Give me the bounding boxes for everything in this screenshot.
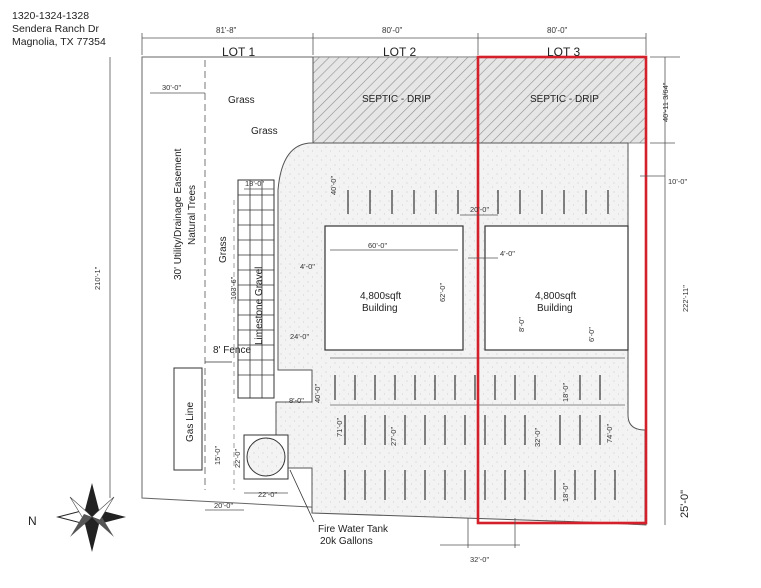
lot-2-label: LOT 2 bbox=[383, 45, 416, 59]
dim-easement: 30'-0" bbox=[162, 83, 181, 92]
address-line-1: 1320-1324-1328 bbox=[12, 10, 90, 22]
side-dimension-lines bbox=[109, 56, 680, 548]
gravel-label: Limestone Gravel bbox=[254, 267, 265, 345]
dim-lower-74: 74'-0" bbox=[605, 424, 614, 443]
building-2-type: Building bbox=[537, 303, 573, 314]
lot3-highlight bbox=[476, 55, 648, 525]
building-2-area: 4,800sqft bbox=[535, 291, 576, 302]
parking-stalls bbox=[334, 190, 616, 500]
dim-drive-6: 6'-0" bbox=[587, 327, 596, 342]
dim-side-gap-right: 4'-0" bbox=[500, 249, 515, 258]
dim-tank-15: 15'-0" bbox=[213, 446, 222, 465]
north-compass-icon bbox=[56, 483, 126, 552]
top-dimension-lines bbox=[141, 33, 647, 55]
dim-building-gap: 20'-0" bbox=[470, 205, 489, 214]
gravel-stripes bbox=[238, 194, 274, 376]
address-line-3: Magnolia, TX 77354 bbox=[12, 36, 106, 48]
dim-drive-8-left: 8'-0" bbox=[289, 396, 304, 405]
building-lot2 bbox=[324, 225, 464, 351]
dim-gravel-length: 103'-6" bbox=[229, 276, 238, 300]
dim-lower-71: 71'-0" bbox=[335, 418, 344, 437]
compass-n-label: N bbox=[28, 514, 37, 528]
limestone-gravel-strip bbox=[237, 179, 275, 399]
tank-label-line2: 20k Gallons bbox=[320, 536, 373, 547]
dim-lower-27: 27'-0" bbox=[389, 427, 398, 446]
lot-3-label: LOT 3 bbox=[547, 45, 580, 59]
dim-septic-depth: 40'-11 3/64" bbox=[661, 82, 670, 122]
natural-trees-label: Natural Trees bbox=[187, 185, 198, 245]
grass-label-2: Grass bbox=[251, 126, 278, 137]
dim-building-depth: 62'-0" bbox=[438, 283, 447, 302]
address-line-2: Sendera Ranch Dr bbox=[12, 23, 99, 35]
building-1-area: 4,800sqft bbox=[360, 291, 401, 302]
dim-lower-18-top: 18'-0" bbox=[561, 383, 570, 402]
fence-label: 8' Fence bbox=[213, 345, 251, 356]
dim-lower-18-bottom: 18'-0" bbox=[561, 483, 570, 502]
septic-area-lot2 bbox=[312, 56, 479, 144]
dim-side-gap-left: 4'-0" bbox=[300, 262, 315, 271]
easement-label: 30' Utility/Drainage Easement bbox=[173, 148, 184, 280]
dim-lower-40: 40'-0" bbox=[313, 384, 322, 403]
dim-bottom-32: 32'-0" bbox=[470, 555, 489, 564]
septic-area-lot3 bbox=[477, 56, 647, 144]
fire-water-tank bbox=[246, 437, 286, 477]
dim-gravel-width: 18'-0" bbox=[245, 179, 264, 188]
dim-total-depth-left: 210'-1" bbox=[93, 266, 102, 290]
dim-drive-24: 24'-0" bbox=[290, 332, 309, 341]
lot-2-width: 80'-0" bbox=[382, 26, 403, 35]
dim-total-depth-right: 222'-11" bbox=[681, 285, 690, 312]
dim-top-parking: 40'-0" bbox=[329, 176, 338, 195]
lot-1-label: LOT 1 bbox=[222, 45, 255, 59]
lot-1-width: 81'-8" bbox=[216, 26, 237, 35]
tank-leader-line bbox=[289, 469, 315, 523]
dim-building-width: 60'-0" bbox=[368, 241, 387, 250]
dim-lower-32: 32'-0" bbox=[533, 428, 542, 447]
tank-label-line1: Fire Water Tank bbox=[318, 524, 389, 535]
grass-side-label: Grass bbox=[218, 236, 229, 263]
gas-line-label: Gas Line bbox=[185, 402, 196, 442]
septic-label-lot2: SEPTIC - DRIP bbox=[362, 94, 431, 105]
lot-3-width: 80'-0" bbox=[547, 26, 568, 35]
front-25-dim: 25'-0" bbox=[679, 490, 691, 518]
dim-tank-20: 20'-0" bbox=[214, 501, 233, 510]
dim-drive-8-mid: 8'-0" bbox=[517, 317, 526, 332]
building-1-type: Building bbox=[362, 303, 398, 314]
grass-label-1: Grass bbox=[228, 95, 255, 106]
dim-right-setback: 10'-0" bbox=[668, 177, 687, 186]
gas-line-box bbox=[173, 367, 203, 471]
dim-tank-22-h: 22'-0" bbox=[258, 490, 277, 499]
septic-label-lot3: SEPTIC - DRIP bbox=[530, 94, 599, 105]
dim-tank-22-v: 22'-0" bbox=[233, 449, 242, 468]
building-lot3 bbox=[484, 225, 629, 351]
